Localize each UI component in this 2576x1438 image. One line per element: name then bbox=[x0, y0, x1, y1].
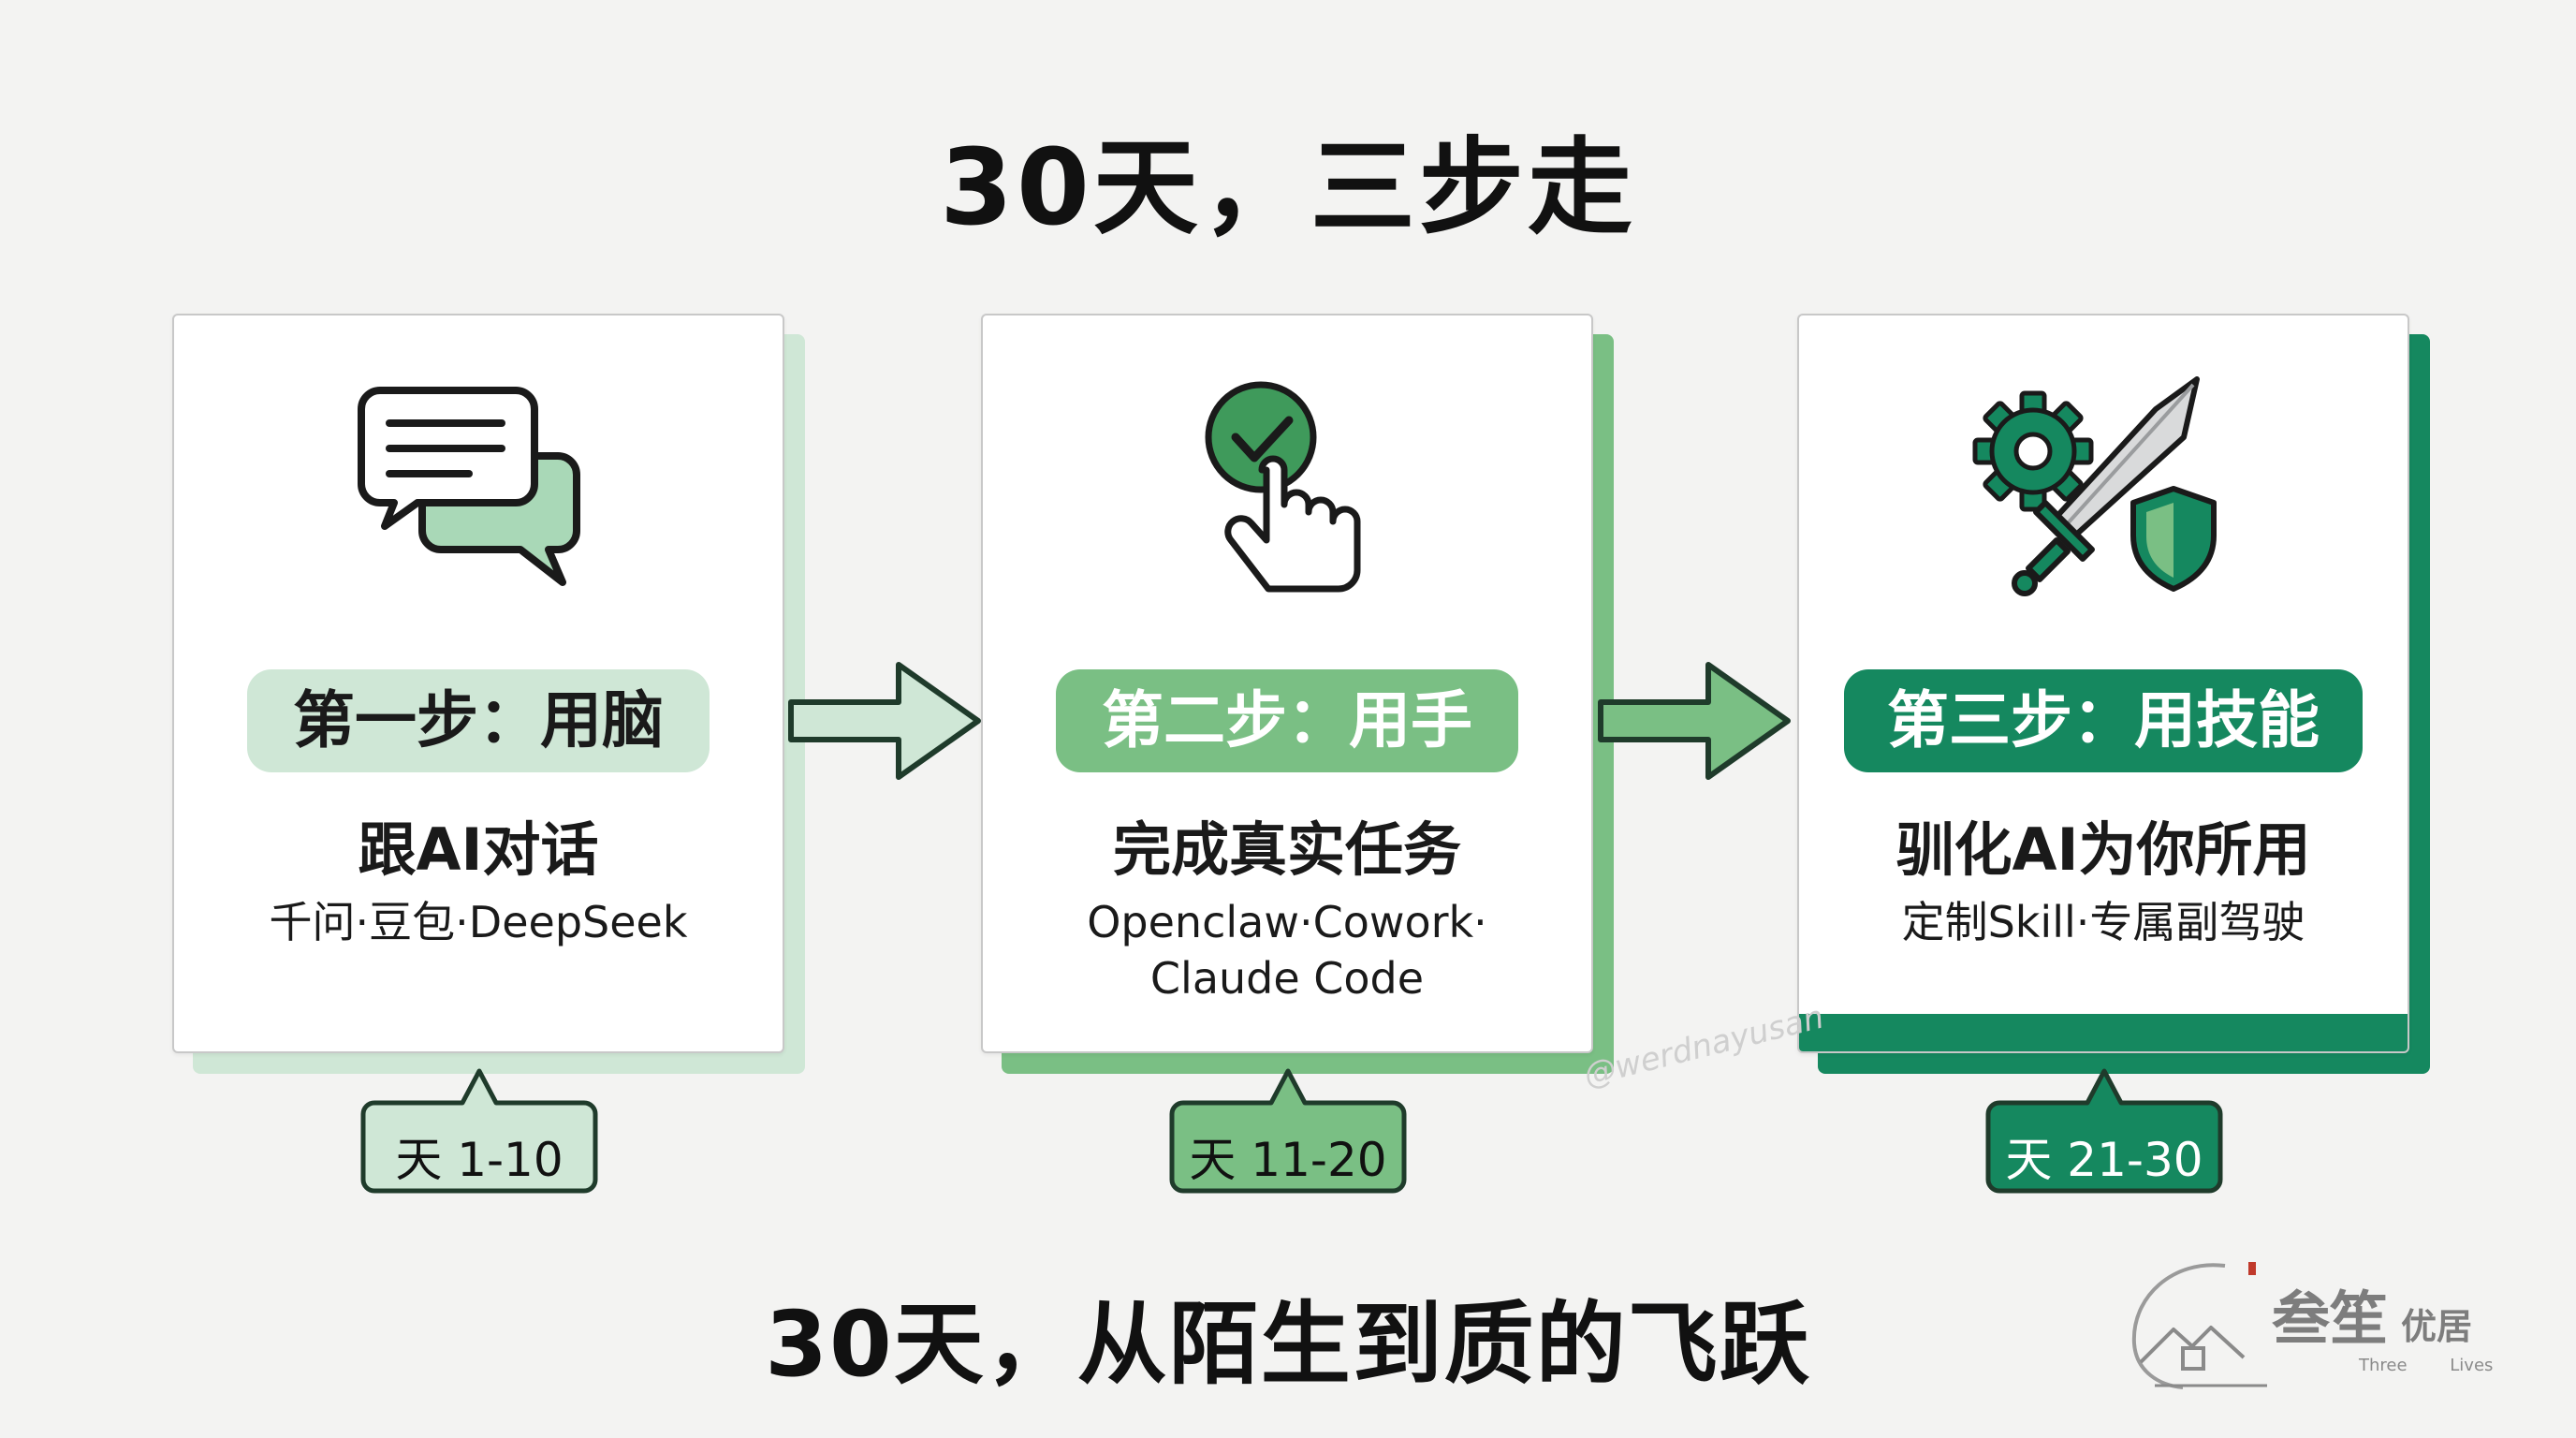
day-tag-2: 天 11-20 bbox=[1166, 1065, 1410, 1196]
card-body: 第一步：用脑 跟AI对话 千问·豆包·DeepSeek bbox=[172, 314, 784, 1053]
brand-logo: 叁笙优居 Three Lives bbox=[2117, 1255, 2529, 1395]
day-range-label: 天 21-30 bbox=[2005, 1133, 2203, 1187]
flow-arrow bbox=[1598, 662, 1791, 780]
watermark: @werdnayusan bbox=[1580, 998, 1828, 1094]
step-subtitle: 定制Skill·专属副驾驶 bbox=[1799, 894, 2408, 950]
check-tap-icon bbox=[1205, 381, 1361, 593]
step-heading: 跟AI对话 bbox=[358, 815, 599, 884]
gear-sword-shield-icon bbox=[1972, 376, 2217, 596]
step-pill: 第一步：用脑 bbox=[247, 669, 710, 772]
subtitle-line: 定制Skill·专属副驾驶 bbox=[1901, 897, 2305, 947]
step-heading: 驯化AI为你所用 bbox=[1895, 815, 2311, 884]
step-card-3: 第三步：用技能 驯化AI为你所用 定制Skill·专属副驾驶 bbox=[1797, 314, 2430, 1074]
subtitle-line: 千问·豆包·DeepSeek bbox=[269, 897, 688, 947]
page-title: 30天，三步走 bbox=[940, 127, 1636, 249]
step-pill: 第二步：用手 bbox=[1056, 669, 1518, 772]
step-card-2: 第二步：用手 完成真实任务 Openclaw·Cowork· Claude Co… bbox=[981, 314, 1614, 1074]
logo-subtitle: Three Lives bbox=[2359, 1356, 2494, 1375]
step-pill: 第三步：用技能 bbox=[1844, 669, 2363, 772]
step-heading: 完成真实任务 bbox=[1112, 815, 1461, 884]
day-range-label: 天 11-20 bbox=[1189, 1133, 1387, 1187]
flow-arrow bbox=[788, 662, 981, 780]
step-subtitle: Openclaw·Cowork· Claude Code bbox=[983, 894, 1591, 1006]
subtitle-line: Openclaw·Cowork· bbox=[1087, 897, 1487, 947]
day-tag-3: 天 21-30 bbox=[1983, 1065, 2226, 1196]
chat-bubbles-icon bbox=[358, 387, 580, 586]
card-body: 第二步：用手 完成真实任务 Openclaw·Cowork· Claude Co… bbox=[981, 314, 1593, 1053]
day-tag-1: 天 1-10 bbox=[358, 1065, 601, 1196]
shield-icon bbox=[2130, 486, 2217, 592]
logo-wordmark: 叁笙优居 bbox=[2272, 1271, 2472, 1356]
footer-slogan: 30天，从陌生到质的飞跃 bbox=[765, 1292, 1811, 1397]
house-logo-icon bbox=[2131, 1262, 2267, 1389]
logo-secondary-text: 优居 bbox=[2401, 1305, 2473, 1347]
tag-callout-shape bbox=[1985, 1068, 2223, 1194]
tag-callout-shape bbox=[1169, 1068, 1407, 1194]
card-bottom-band bbox=[1799, 1014, 2408, 1051]
card-body: 第三步：用技能 驯化AI为你所用 定制Skill·专属副驾驶 bbox=[1797, 314, 2409, 1053]
step-card-1: 第一步：用脑 跟AI对话 千问·豆包·DeepSeek bbox=[172, 314, 805, 1074]
sword-icon bbox=[2012, 376, 2200, 596]
logo-main-text: 叁笙 bbox=[2272, 1284, 2389, 1353]
step-subtitle: 千问·豆包·DeepSeek bbox=[174, 894, 783, 950]
subtitle-line: Claude Code bbox=[1149, 953, 1425, 1004]
tag-callout-shape bbox=[360, 1068, 598, 1194]
day-range-label: 天 1-10 bbox=[395, 1133, 564, 1187]
gear-icon bbox=[1972, 390, 2094, 512]
